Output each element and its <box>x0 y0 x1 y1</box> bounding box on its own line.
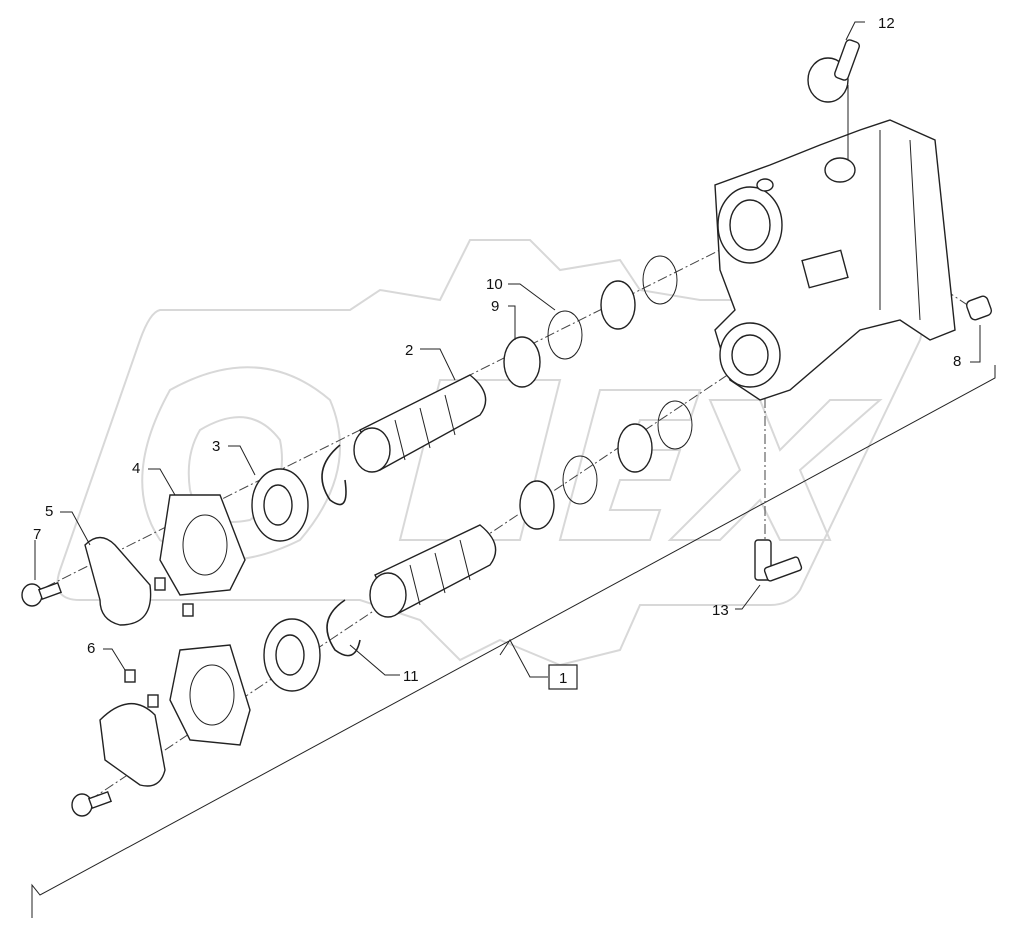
callout-6: 6 <box>87 640 95 657</box>
part-13-fitting <box>754 539 803 582</box>
part-5-lever-upper <box>84 536 152 626</box>
oring-9-lower <box>519 480 555 530</box>
oring-9-upper <box>503 336 541 388</box>
callout-5: 5 <box>45 503 53 520</box>
callout-2: 2 <box>405 342 413 359</box>
callout-11: 11 <box>403 668 419 685</box>
part-2-spool-lower <box>369 524 497 618</box>
snap-ring-11-lower <box>326 599 361 657</box>
callout-7: 7 <box>33 526 41 543</box>
callout-10: 10 <box>486 276 503 293</box>
part-3-seal-lower <box>263 618 321 692</box>
part-3-seal-upper <box>251 468 309 542</box>
oring-10-lower <box>562 455 598 505</box>
callout-12: 12 <box>878 15 895 32</box>
callout-9: 9 <box>491 298 499 315</box>
part-12-fitting <box>807 39 860 160</box>
oring-10b-upper <box>642 255 678 305</box>
callout-3: 3 <box>212 438 220 455</box>
part-5-lever-lower <box>99 702 166 787</box>
oring-9b-lower <box>617 423 653 473</box>
callout-8: 8 <box>953 353 961 370</box>
oring-9b-upper <box>600 280 636 330</box>
callout-1-box <box>548 664 578 690</box>
callout-4: 4 <box>132 460 140 477</box>
snap-ring-11-upper <box>321 444 347 506</box>
part-4-flange-upper <box>159 494 246 596</box>
leader-lines <box>34 21 981 678</box>
assembly-bracket <box>31 365 996 918</box>
oring-10-upper <box>547 310 583 360</box>
valve-housing <box>714 119 956 401</box>
screws <box>21 577 194 817</box>
callout-13: 13 <box>712 602 729 619</box>
part-2-spool-upper <box>353 374 487 473</box>
part-4-flange-lower <box>169 644 251 746</box>
oring-10b-lower <box>657 400 693 450</box>
part-8-plug <box>965 295 993 321</box>
callout-1: 1 <box>559 670 567 687</box>
